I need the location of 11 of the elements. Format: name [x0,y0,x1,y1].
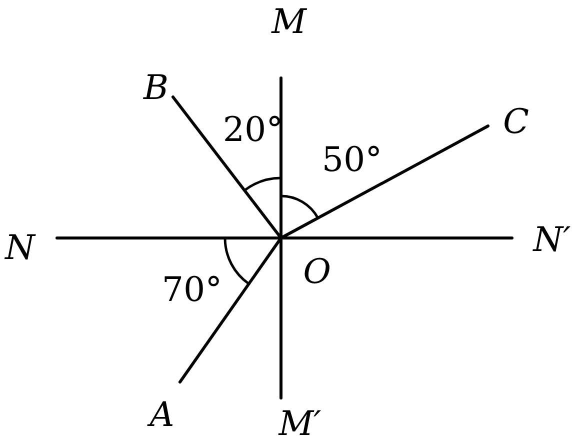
point-label: A [150,398,174,432]
angle-label: 20° [222,113,284,147]
point-label: C [503,105,529,139]
point-label: M′ [278,407,322,441]
point-label: M [272,5,306,39]
point-label: N′ [533,223,571,257]
angle-label: 70° [162,273,222,307]
angle-label: 50° [322,143,382,177]
point-label: N [5,231,35,265]
point-label: B [144,71,168,105]
point-label: O [303,255,331,289]
